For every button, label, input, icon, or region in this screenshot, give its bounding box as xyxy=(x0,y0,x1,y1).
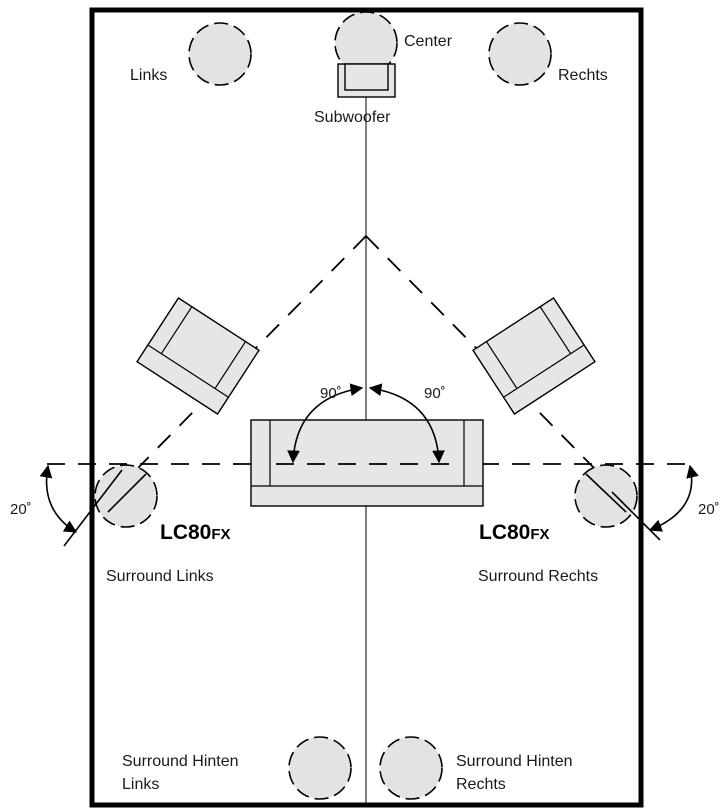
label-angle-left: 90˚ xyxy=(320,385,342,402)
angle-arc-left xyxy=(287,383,364,464)
label-toe-right: 20˚ xyxy=(698,501,720,518)
label-toe-left: 20˚ xyxy=(10,501,32,518)
label-center: Center xyxy=(404,33,453,50)
speaker-right xyxy=(488,22,552,86)
speaker-surround-back-left xyxy=(288,736,352,800)
subwoofer xyxy=(337,63,396,98)
speaker-surround-back-right xyxy=(379,736,443,800)
label-surround-back-right: Surround Hinten Rechts xyxy=(456,753,577,793)
label-left: Links xyxy=(130,67,167,84)
speaker-surround-left-axis xyxy=(107,473,147,513)
toe-angle-left xyxy=(39,464,123,547)
toe-angle-right xyxy=(611,464,699,541)
room-outline xyxy=(89,7,644,808)
label-subwoofer: Subwoofer xyxy=(314,109,391,126)
label-right: Rechts xyxy=(558,67,608,84)
speaker-surround-left xyxy=(94,464,158,528)
speaker-surround-right xyxy=(574,464,638,528)
angle-arc-right xyxy=(368,383,445,464)
speaker-left xyxy=(188,22,252,86)
label-angle-right: 90˚ xyxy=(424,385,446,402)
model-label-left: LC80FX xyxy=(160,521,231,544)
speaker-surround-right-axis xyxy=(585,473,627,513)
model-label-right: LC80FX xyxy=(479,521,550,544)
label-surround-left: Surround Links xyxy=(106,568,214,585)
sofa xyxy=(250,419,484,507)
label-surround-right: Surround Rechts xyxy=(478,568,598,585)
armchair-right xyxy=(472,297,596,415)
label-surround-back-left: Surround Hinten Links xyxy=(122,753,243,793)
armchair-left xyxy=(136,297,260,415)
